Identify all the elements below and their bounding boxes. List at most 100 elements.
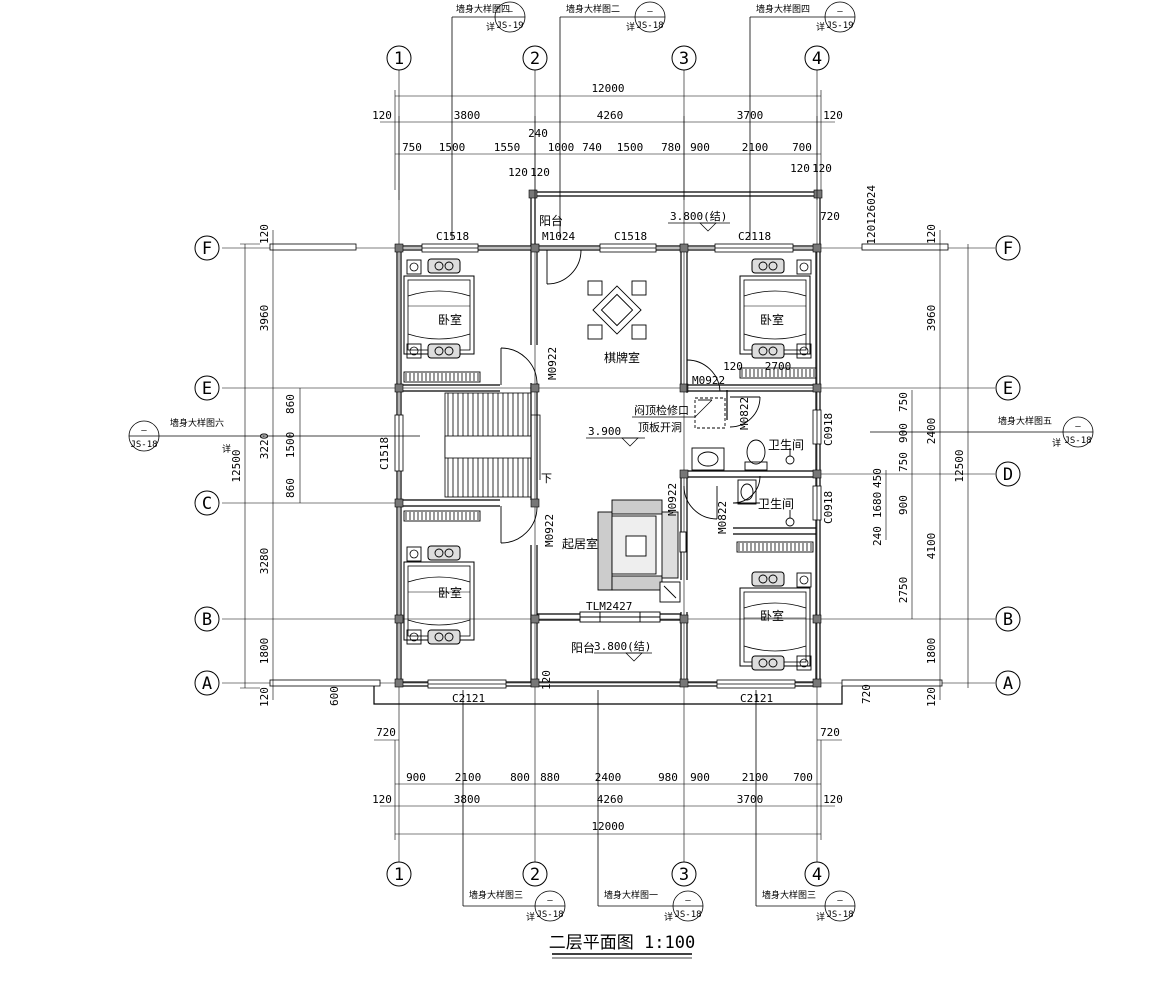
axis-bubbles-top: 1 2 3 4 — [386, 45, 830, 71]
top-dimension-text: 12000 120 3800 4260 3700 120 240 750 150… — [372, 82, 878, 373]
svg-text:JS-18: JS-18 — [1064, 436, 1091, 446]
svg-text:墙身大样图四: 墙身大样图四 — [756, 3, 810, 15]
room-label-card-room: 棋牌室 — [604, 350, 640, 365]
svg-text:120: 120 — [812, 162, 832, 175]
axis-label: 3 — [679, 49, 689, 69]
window-label: C2121 — [740, 692, 773, 705]
hatch-label: 闷顶检修口 — [634, 403, 689, 417]
door-label: M1024 — [542, 230, 575, 243]
svg-text:4260: 4260 — [597, 109, 624, 122]
svg-text:详: 详 — [222, 443, 231, 455]
svg-text:详: 详 — [816, 911, 825, 923]
svg-text:2400: 2400 — [595, 771, 622, 784]
axis-label: B — [202, 610, 212, 630]
svg-text:2750: 2750 — [897, 577, 910, 604]
svg-text:240: 240 — [528, 127, 548, 140]
left-dimension-text: 12500 120 3960 3220 3280 1800 120 860 15… — [230, 224, 341, 707]
detail-reference-text: 墙身大样图四 墙身大样图二 墙身大样图四 墙身大样图六 墙身大样图五 墙身大样图… — [130, 3, 1091, 923]
svg-text:4260: 4260 — [597, 793, 624, 806]
axis-label: A — [1003, 674, 1013, 694]
svg-text:700: 700 — [793, 771, 813, 784]
bathroom-fixtures — [691, 397, 795, 527]
svg-text:墙身大样图五: 墙身大样图五 — [998, 415, 1052, 427]
svg-text:4100: 4100 — [925, 533, 938, 560]
elevation-center: 3.900 — [588, 425, 621, 438]
svg-text:—: — — [837, 896, 843, 906]
svg-text:1800: 1800 — [925, 638, 938, 665]
svg-text:120: 120 — [790, 162, 810, 175]
svg-text:详: 详 — [526, 911, 535, 923]
svg-text:3280: 3280 — [258, 548, 271, 575]
room-label-living-room: 起居室 — [562, 536, 598, 551]
svg-text:120: 120 — [925, 224, 938, 244]
axis-label: E — [202, 379, 212, 399]
room-label-bathroom: 卫生间 — [758, 497, 794, 511]
door-label: TLM2427 — [586, 600, 632, 613]
svg-text:800: 800 — [510, 771, 530, 784]
axis-label: 4 — [812, 49, 822, 69]
axis-bubbles-left: F E C B A — [194, 235, 220, 696]
svg-text:3800: 3800 — [454, 793, 481, 806]
window-label: C0918 — [822, 491, 835, 524]
elevation-marks: 3.800(结) 3.900 3.800(结) — [586, 210, 730, 662]
room-label-balcony: 阳台 — [571, 640, 595, 655]
svg-text:120: 120 — [925, 687, 938, 707]
window-label: C0918 — [822, 413, 835, 446]
axis-bubbles-bottom: 1 2 3 4 — [386, 861, 830, 887]
svg-text:720: 720 — [860, 684, 873, 704]
svg-text:120: 120 — [372, 109, 392, 122]
svg-text:2100: 2100 — [742, 141, 769, 154]
svg-text:720: 720 — [820, 210, 840, 223]
door-label: M0822 — [716, 501, 729, 534]
svg-text:JS-18: JS-18 — [636, 21, 663, 31]
svg-text:1000: 1000 — [548, 141, 575, 154]
window-label: C1518 — [614, 230, 647, 243]
room-label-bedroom: 卧室 — [760, 312, 784, 327]
elevation-top: 3.800(结) — [670, 210, 727, 223]
svg-text:240: 240 — [871, 526, 884, 546]
svg-text:1680: 1680 — [871, 492, 884, 519]
svg-text:780: 780 — [661, 141, 681, 154]
svg-text:墙身大样图六: 墙身大样图六 — [170, 417, 224, 429]
right-dimensions — [885, 230, 969, 700]
room-label-bedroom: 卧室 — [760, 608, 784, 623]
svg-text:120: 120 — [823, 109, 843, 122]
axis-label: E — [1003, 379, 1013, 399]
drawing-title: 二层平面图 1:100 — [549, 933, 695, 959]
axis-label: D — [1003, 465, 1013, 485]
wardrobe-stair — [403, 371, 481, 383]
svg-text:墙身大样图一: 墙身大样图一 — [604, 889, 658, 901]
sofa-set-icon — [597, 499, 687, 603]
access-hatch-note: 闷顶检修口 顶板开洞 — [632, 399, 713, 434]
svg-text:墙身大样图三: 墙身大样图三 — [469, 889, 523, 901]
svg-text:详: 详 — [816, 21, 825, 33]
svg-text:12000: 12000 — [591, 82, 624, 95]
bedroom-bottom-right-furniture — [736, 541, 814, 671]
room-label-bedroom: 卧室 — [438, 585, 462, 600]
axis-label: 1 — [394, 49, 404, 69]
svg-text:JS-19: JS-19 — [496, 21, 523, 31]
svg-text:—: — — [141, 426, 147, 436]
svg-text:—: — — [507, 7, 513, 17]
doors — [500, 249, 761, 623]
svg-text:1800: 1800 — [258, 638, 271, 665]
svg-text:120: 120 — [508, 166, 528, 179]
svg-text:900: 900 — [690, 771, 710, 784]
svg-text:740: 740 — [582, 141, 602, 154]
svg-text:—: — — [837, 7, 843, 17]
window-label: C2121 — [452, 692, 485, 705]
svg-text:900: 900 — [897, 423, 910, 443]
room-label-balcony: 阳台 — [539, 213, 563, 228]
svg-text:墙身大样图三: 墙身大样图三 — [762, 889, 816, 901]
room-labels: 卧室 卧室 卧室 卧室 棋牌室 起居室 卫生间 卫生间 阳台 阳台 — [438, 213, 804, 655]
svg-text:详: 详 — [486, 21, 495, 33]
bottom-dimension-text: 720 720 900 2100 800 880 2400 980 900 21… — [372, 670, 843, 833]
axis-label: 2 — [530, 49, 540, 69]
svg-text:2700: 2700 — [765, 360, 792, 373]
svg-text:120: 120 — [530, 166, 550, 179]
svg-text:—: — — [547, 896, 553, 906]
door-label: M0822 — [738, 397, 751, 430]
svg-text:墙身大样图四: 墙身大样图四 — [456, 3, 510, 15]
svg-text:JS-19: JS-19 — [826, 21, 853, 31]
svg-text:120: 120 — [258, 687, 271, 707]
